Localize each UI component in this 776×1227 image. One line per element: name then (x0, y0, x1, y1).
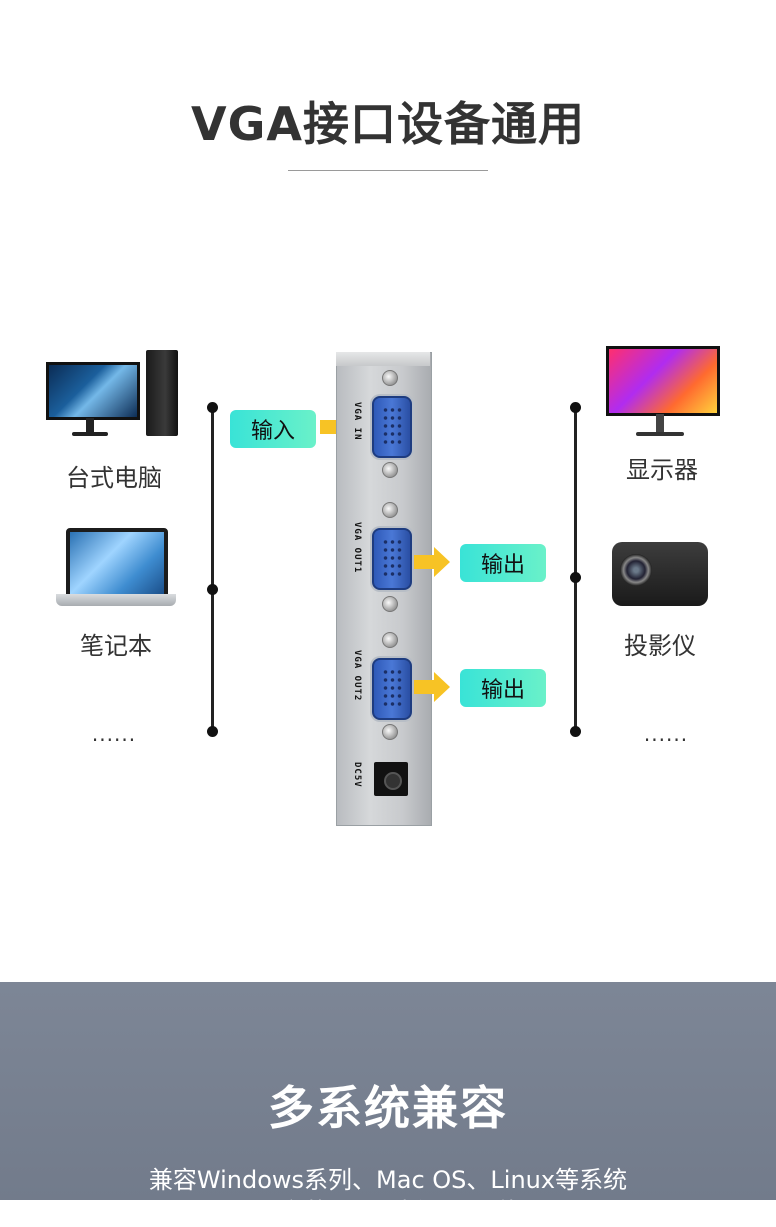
device-label-laptop: 笔记本 (80, 632, 152, 660)
desktop-pc-icon (46, 348, 182, 440)
laptop-icon (56, 528, 176, 614)
vga-out1-port (372, 528, 412, 590)
arrow-right-icon (414, 672, 450, 702)
screw-icon (382, 502, 398, 518)
device-label-more-left: ...... (91, 722, 137, 746)
input-badge: 输入 (230, 410, 316, 448)
banner-title: 多系统兼容 (268, 1081, 508, 1135)
monitor-icon (606, 346, 720, 440)
device-label-more-right: ...... (643, 722, 689, 746)
projector-icon (612, 536, 710, 608)
port-label-in: VGA IN (352, 402, 362, 441)
vga-out2-port (372, 658, 412, 720)
bracket-dot (570, 402, 581, 413)
port-label-out1: VGA OUT1 (352, 522, 362, 574)
port-label-out2: VGA OUT2 (352, 650, 362, 702)
page-title: VGA接口设备通用 (191, 97, 585, 151)
bracket-dot (207, 726, 218, 737)
input-label: 输入 (250, 419, 295, 444)
bracket-dot (207, 584, 218, 595)
screw-icon (382, 596, 398, 612)
left-bracket-line (211, 406, 214, 732)
title-divider (288, 170, 488, 171)
screw-icon (382, 462, 398, 478)
banner-text-line2: 无需安装驱动，插上即可使用 (232, 1198, 544, 1226)
output-label-2: 输出 (480, 678, 525, 703)
output-badge-1: 输出 (460, 544, 546, 582)
device-label-projector: 投影仪 (624, 632, 696, 660)
screw-icon (382, 370, 398, 386)
output-label-1: 输出 (480, 553, 525, 578)
right-bracket-line (574, 406, 577, 732)
output-badge-2: 输出 (460, 669, 546, 707)
bracket-dot (570, 572, 581, 583)
compatibility-banner (0, 982, 776, 1200)
dc-power-jack (374, 762, 408, 796)
screw-icon (382, 632, 398, 648)
bracket-dot (207, 402, 218, 413)
power-label: DC5V (352, 762, 362, 788)
screw-icon (382, 724, 398, 740)
arrow-right-icon (414, 547, 450, 577)
banner-text-line1: 兼容Windows系列、Mac OS、Linux等系统 (148, 1166, 628, 1194)
device-label-monitor: 显示器 (626, 456, 698, 484)
bracket-dot (570, 726, 581, 737)
device-label-desktop: 台式电脑 (66, 464, 162, 492)
panel-top-edge (336, 352, 430, 366)
vga-in-port (372, 396, 412, 458)
